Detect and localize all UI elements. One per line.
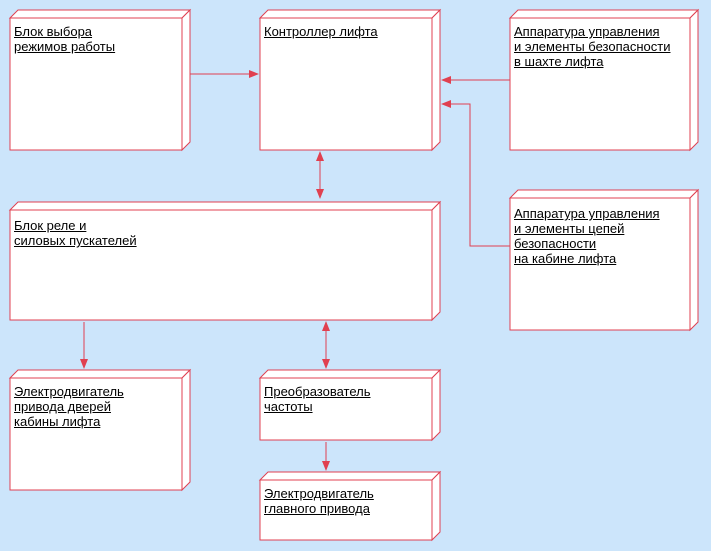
relay-block-label: Блок реле и силовых пускателей bbox=[14, 218, 137, 248]
lift-controller-label: Контроллер лифта bbox=[264, 24, 378, 39]
cabin-equipment-label: Аппаратура управления и элементы цепей б… bbox=[514, 206, 660, 266]
shaft-equipment-label: Аппаратура управления и элементы безопас… bbox=[514, 24, 671, 69]
lift-controller-box bbox=[258, 8, 442, 152]
mode-selector-box bbox=[8, 8, 192, 152]
cabin-equipment-box bbox=[508, 188, 700, 332]
main-motor-box bbox=[258, 470, 442, 542]
connector-cabin-equipment-to-lift-controller bbox=[441, 100, 510, 247]
door-motor-box bbox=[8, 368, 192, 492]
door-motor-label: Электродвигатель привода дверей кабины л… bbox=[14, 384, 124, 429]
frequency-converter-box bbox=[258, 368, 442, 442]
shaft-equipment-box bbox=[508, 8, 700, 152]
main-motor-label: Электродвигатель главного привода bbox=[264, 486, 374, 516]
relay-block-box bbox=[8, 200, 442, 322]
frequency-converter-label: Преобразователь частоты bbox=[264, 384, 371, 414]
mode-selector-label: Блок выбора режимов работы bbox=[14, 24, 116, 54]
